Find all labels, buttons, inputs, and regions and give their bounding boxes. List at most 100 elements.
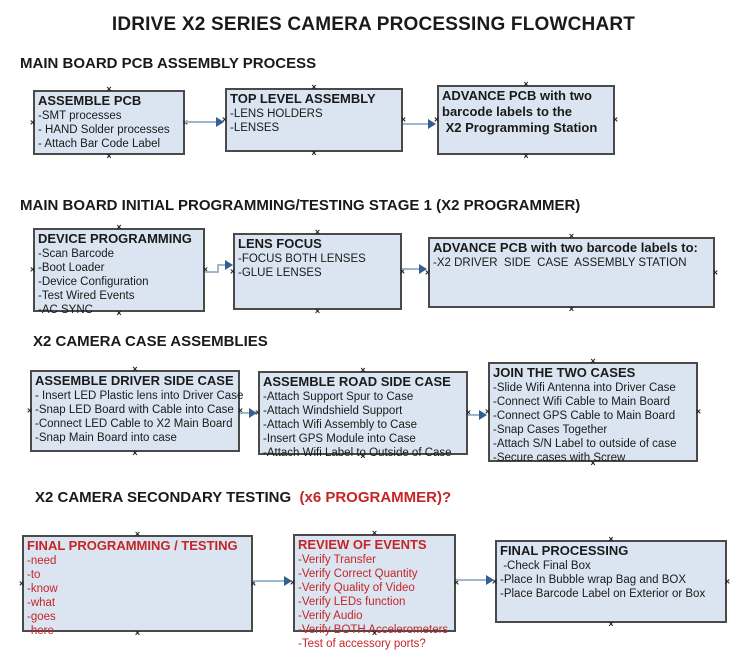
connection-handle-icon: ×: [19, 578, 25, 588]
box-title: JOIN THE TWO CASES: [493, 365, 636, 380]
connection-handle-icon: ×: [485, 406, 491, 417]
connection-handle-icon: ×: [453, 577, 459, 588]
box-item: -X2 DRIVER SIDE CASE ASSEMBLY STATION: [433, 257, 687, 269]
section-header-case-assemblies: X2 CAMERA CASE ASSEMBLIES: [33, 333, 268, 350]
connection-handle-icon: ×: [712, 267, 718, 277]
box-item: -goes: [27, 611, 56, 623]
box-item: -to: [27, 569, 41, 581]
connection-handle-icon: ×: [311, 82, 317, 92]
box-item: - HAND Solder processes: [38, 124, 170, 136]
connection-handle-icon: ×: [106, 151, 112, 161]
box-item: -Device Configuration: [38, 276, 149, 288]
box-item: -here: [27, 625, 54, 637]
box-item: -Test of accessory ports?: [298, 638, 426, 650]
connection-handle-icon: ×: [724, 576, 730, 586]
box-join-the-two-cases: JOIN THE TWO CASES -Slide Wifi Antenna i…: [485, 357, 701, 468]
connection-handle-icon: ×: [311, 148, 317, 158]
connection-handle-icon: ×: [608, 534, 614, 544]
connection-handle-icon: ×: [400, 114, 406, 125]
flow-arrow-r1-b-c: [403, 119, 436, 129]
box-item: -Verify LEDs function: [298, 596, 406, 608]
flow-arrow-r3-b-c: [468, 410, 487, 420]
box-title: ASSEMBLE PCB: [38, 93, 142, 108]
box-title-line: ADVANCE PCB with two: [442, 88, 592, 103]
box-assemble-pcb: ASSEMBLE PCB -SMT processes - HAND Solde…: [30, 85, 188, 161]
flow-arrow-r1-a-b: [185, 117, 224, 127]
box-item: -Attach Wifi Label to Outside of Case: [263, 447, 452, 459]
box-item: -Snap LED Board with Cable into Case: [35, 404, 234, 416]
box-review-of-events: REVIEW OF EVENTS -Verify Transfer -Verif…: [290, 529, 459, 651]
connection-handle-icon: ×: [237, 405, 243, 416]
box-title: ADVANCE PCB with two barcode labels to:: [433, 240, 698, 255]
connection-handle-icon: ×: [30, 264, 36, 275]
connection-handle-icon: ×: [612, 114, 618, 125]
connection-handle-icon: ×: [116, 308, 122, 318]
box-title-line: X2 Programming Station: [442, 120, 598, 135]
box-item: -Place Barcode Label on Exterior or Box: [500, 588, 706, 600]
connection-handle-icon: ×: [425, 267, 431, 277]
box-item: -Verify Quality of Video: [298, 582, 415, 594]
box-item: -Snap Main Board into case: [35, 432, 177, 444]
box-item: -Snap Cases Together: [493, 424, 608, 436]
connection-handle-icon: ×: [255, 407, 261, 418]
connection-handle-icon: ×: [568, 231, 575, 241]
connection-handle-icon: ×: [290, 577, 296, 588]
connection-handle-icon: ×: [371, 628, 378, 638]
box-title: TOP LEVEL ASSEMBLY: [230, 91, 376, 106]
box-item: -LENS HOLDERS: [230, 108, 323, 120]
connection-handle-icon: ×: [590, 356, 596, 366]
box-lens-focus: LENS FOCUS -FOCUS BOTH LENSES -GLUE LENS…: [230, 228, 405, 316]
connection-handle-icon: ×: [492, 576, 498, 586]
connection-handle-icon: ×: [523, 151, 529, 161]
box-title: LENS FOCUS: [238, 236, 322, 251]
section-header-pcb-assembly: MAIN BOARD PCB ASSEMBLY PROCESS: [20, 55, 317, 72]
box-item: -Connect LED Cable to X2 Main Board: [35, 418, 233, 430]
flow-arrow-r2-b-c: [402, 264, 427, 274]
connection-handle-icon: ×: [116, 222, 122, 232]
box-item: -Test Wired Events: [38, 290, 135, 302]
box-final-processing: FINAL PROCESSING -Check Final Box -Place…: [492, 535, 730, 629]
box-assemble-driver-side-case: ASSEMBLE DRIVER SIDE CASE - Insert LED P…: [27, 365, 244, 458]
section-header-red: (x6 PROGRAMMER)?: [295, 489, 452, 506]
box-item: -Check Final Box: [500, 560, 591, 572]
box-item: -SMT processes: [38, 110, 122, 122]
box-item: -FOCUS BOTH LENSES: [238, 253, 366, 265]
connection-handle-icon: ×: [608, 619, 614, 629]
connection-handle-icon: ×: [523, 79, 529, 89]
box-item: -Connect GPS Cable to Main Board: [493, 410, 676, 422]
box-item: - Insert LED Plastic lens into Driver Ca…: [35, 390, 244, 402]
connection-handle-icon: ×: [465, 407, 471, 418]
flow-arrow-r2-a-b: [205, 260, 233, 273]
connection-handle-icon: ×: [134, 628, 141, 638]
box-final-programming-testing: FINAL PROGRAMMING / TESTING -need -to -k…: [19, 530, 256, 638]
box-device-programming: DEVICE PROGRAMMING -Scan Barcode -Boot L…: [30, 223, 208, 318]
connection-handle-icon: ×: [132, 448, 138, 458]
flow-arrow-r4-a-b: [253, 576, 292, 586]
page-title: IDRIVE X2 SERIES CAMERA PROCESSING FLOWC…: [111, 14, 636, 35]
box-item: -Verify Transfer: [298, 554, 376, 566]
box-title: DEVICE PROGRAMMING: [38, 231, 192, 246]
connection-handle-icon: ×: [399, 266, 405, 276]
connection-handle-icon: ×: [371, 528, 378, 538]
box-item: -Scan Barcode: [38, 248, 115, 260]
connection-handle-icon: ×: [27, 405, 33, 416]
box-assemble-road-side-case: ASSEMBLE ROAD SIDE CASE -Attach Support …: [255, 366, 471, 461]
box-item: -GLUE LENSES: [238, 267, 322, 279]
box-title-line: barcode labels to the: [442, 104, 573, 119]
box-title: FINAL PROGRAMMING / TESTING: [27, 538, 238, 553]
box-item: -Place In Bubble wrap Bag and BOX: [500, 574, 687, 586]
box-item: -Verify Audio: [298, 610, 363, 622]
connection-handle-icon: ×: [695, 406, 701, 417]
box-title: ASSEMBLE DRIVER SIDE CASE: [35, 373, 234, 388]
connection-handle-icon: ×: [134, 529, 141, 539]
box-item: -Verify Correct Quantity: [298, 568, 418, 580]
box-item: -Attach Wifi Assembly to Case: [263, 419, 418, 431]
box-item: -Connect Wifi Cable to Main Board: [493, 396, 671, 408]
box-title: REVIEW OF EVENTS: [298, 537, 427, 552]
section-header-initial-programming: MAIN BOARD INITIAL PROGRAMMING/TESTING S…: [20, 197, 581, 214]
box-item: -AC SYNC: [38, 304, 93, 316]
connection-handle-icon: ×: [132, 364, 138, 374]
box-item: -Attach S/N Label to outside of case: [493, 438, 677, 450]
box-item: -Boot Loader: [38, 262, 105, 274]
